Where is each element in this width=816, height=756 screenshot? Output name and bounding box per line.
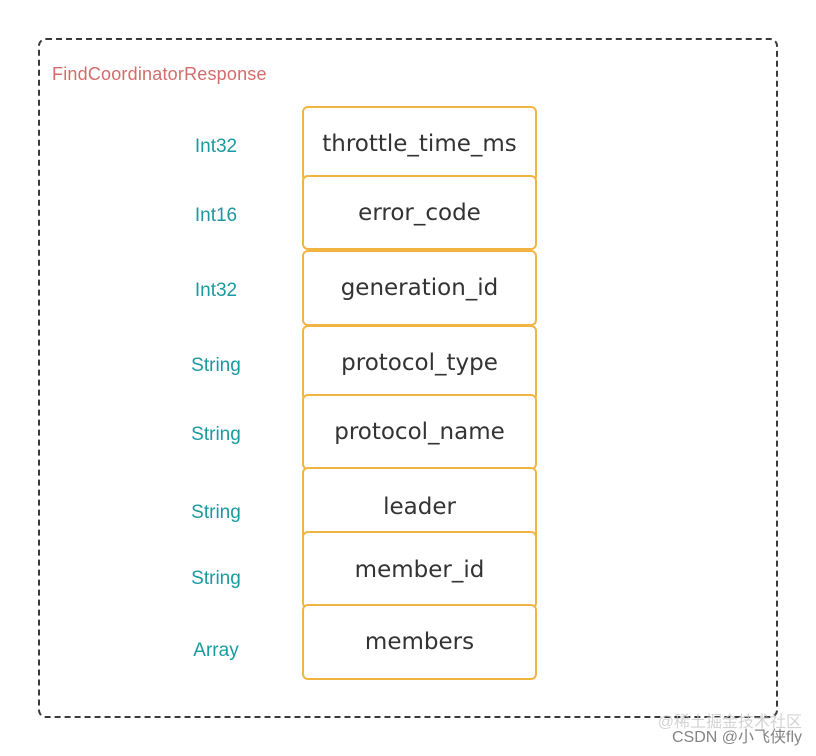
diagram-frame	[38, 38, 778, 718]
type-label-protocol-type: String	[191, 355, 241, 376]
watermark-line1: @稀土掘金技术社区	[657, 714, 802, 731]
field-box-member-id: member_id	[302, 531, 537, 609]
field-box-protocol-type: protocol_type	[302, 325, 537, 401]
watermark: @稀土掘金技术社区 CSDN @小飞侠fly	[658, 714, 802, 748]
type-label-error-code: Int16	[194, 205, 238, 226]
field-box-members: members	[302, 604, 537, 680]
type-label-throttle-time-ms: Int32	[194, 136, 238, 157]
type-label-member-id: String	[191, 568, 241, 589]
field-box-throttle-time-ms: throttle_time_ms	[302, 106, 537, 182]
watermark-line2: CSDN @小飞侠fly	[671, 729, 802, 746]
type-label-leader: String	[191, 502, 241, 523]
field-box-generation-id: generation_id	[302, 250, 537, 326]
type-label-protocol-name: String	[191, 424, 241, 445]
field-box-protocol-name: protocol_name	[302, 394, 537, 470]
type-label-members: Array	[193, 640, 239, 661]
field-box-error-code: error_code	[302, 175, 537, 250]
diagram-title: FindCoordinatorResponse	[52, 64, 267, 84]
type-label-generation-id: Int32	[194, 280, 238, 301]
